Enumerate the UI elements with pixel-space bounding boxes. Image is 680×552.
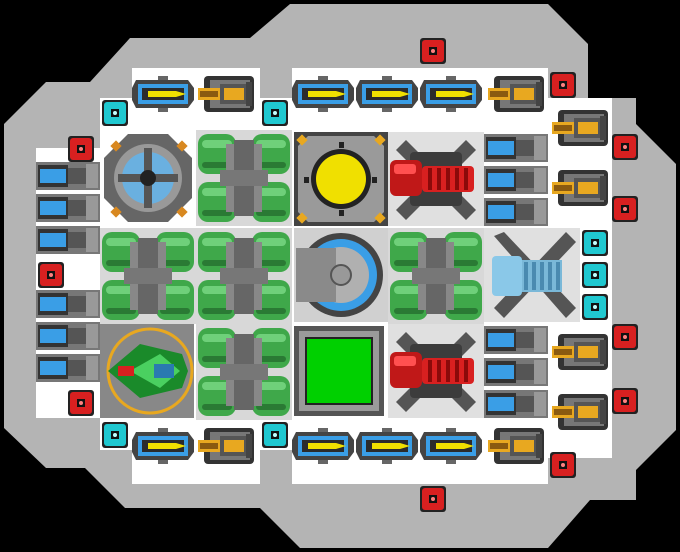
red-sensor-icon[interactable]: [550, 452, 576, 478]
green-generator-icon[interactable]: [196, 228, 292, 324]
cyan-sensor-icon[interactable]: [582, 230, 608, 256]
thruster-icon[interactable]: [484, 326, 548, 354]
cannon-turret-icon[interactable]: [552, 334, 608, 370]
thruster-icon[interactable]: [484, 390, 548, 418]
landing-pad-icon[interactable]: [294, 326, 384, 416]
missile-launcher-icon[interactable]: [420, 428, 482, 464]
missile-launcher-icon[interactable]: [132, 428, 194, 464]
cyan-sensor-icon[interactable]: [582, 262, 608, 288]
missile-launcher-icon[interactable]: [356, 428, 418, 464]
thruster-icon[interactable]: [36, 226, 100, 254]
missile-launcher-icon[interactable]: [132, 76, 194, 112]
red-sensor-icon[interactable]: [420, 486, 446, 512]
thruster-icon[interactable]: [484, 166, 548, 194]
cyan-sensor-icon[interactable]: [262, 422, 288, 448]
red-sensor-icon[interactable]: [68, 390, 94, 416]
thruster-icon[interactable]: [484, 358, 548, 386]
thruster-icon[interactable]: [484, 134, 548, 162]
red-sensor-icon[interactable]: [38, 262, 64, 288]
red-sensor-icon[interactable]: [612, 388, 638, 414]
red-sensor-icon[interactable]: [420, 38, 446, 64]
cyan-sensor-icon[interactable]: [262, 100, 288, 126]
hub-module-icon[interactable]: [104, 134, 192, 222]
cyan-sensor-icon[interactable]: [102, 100, 128, 126]
thruster-icon[interactable]: [36, 322, 100, 350]
green-generator-icon[interactable]: [100, 228, 196, 324]
cannon-turret-icon[interactable]: [552, 110, 608, 146]
missile-launcher-icon[interactable]: [292, 428, 354, 464]
red-heavy-turret-icon[interactable]: [388, 324, 484, 418]
red-sensor-icon[interactable]: [68, 136, 94, 162]
red-sensor-icon[interactable]: [550, 72, 576, 98]
missile-launcher-icon[interactable]: [356, 76, 418, 112]
thruster-icon[interactable]: [36, 354, 100, 382]
cannon-turret-icon[interactable]: [552, 394, 608, 430]
thruster-icon[interactable]: [36, 290, 100, 318]
missile-launcher-icon[interactable]: [420, 76, 482, 112]
red-sensor-icon[interactable]: [612, 134, 638, 160]
cyan-sensor-icon[interactable]: [102, 422, 128, 448]
main-engine-icon[interactable]: [484, 228, 580, 322]
green-generator-icon[interactable]: [388, 228, 484, 324]
thruster-icon[interactable]: [484, 198, 548, 226]
cannon-turret-icon[interactable]: [488, 428, 544, 464]
reactor-core-icon[interactable]: [294, 132, 388, 226]
shield-dome-icon[interactable]: [294, 228, 388, 322]
green-generator-icon[interactable]: [196, 130, 292, 226]
missile-launcher-icon[interactable]: [292, 76, 354, 112]
command-bridge-icon[interactable]: [100, 324, 194, 418]
cannon-turret-icon[interactable]: [552, 170, 608, 206]
cannon-turret-icon[interactable]: [198, 428, 254, 464]
cyan-sensor-icon[interactable]: [582, 294, 608, 320]
thruster-icon[interactable]: [36, 194, 100, 222]
cannon-turret-icon[interactable]: [198, 76, 254, 112]
red-sensor-icon[interactable]: [612, 196, 638, 222]
cannon-turret-icon[interactable]: [488, 76, 544, 112]
red-sensor-icon[interactable]: [612, 324, 638, 350]
green-generator-icon[interactable]: [196, 324, 292, 420]
red-heavy-turret-icon[interactable]: [388, 132, 484, 226]
thruster-icon[interactable]: [36, 162, 100, 190]
